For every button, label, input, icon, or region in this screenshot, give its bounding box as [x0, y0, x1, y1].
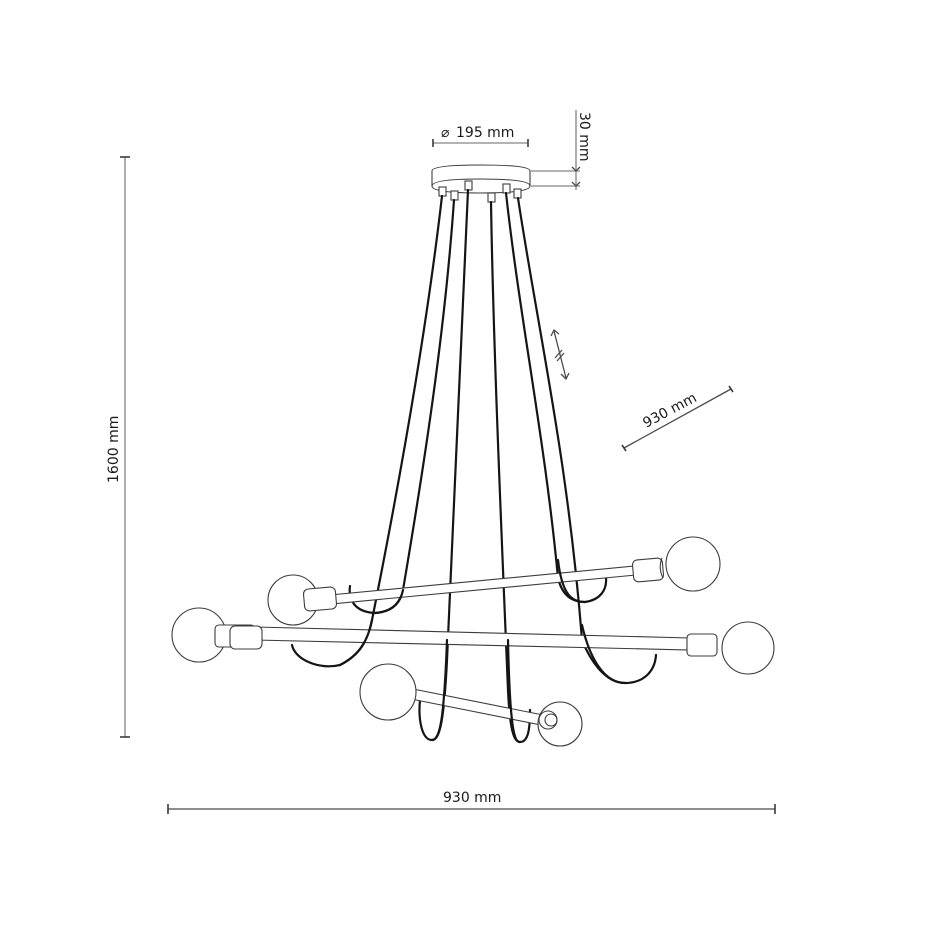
light-bar-top [267, 536, 721, 626]
cable [489, 200, 532, 744]
light-bar-middle [171, 607, 775, 675]
cable-grip [513, 188, 522, 199]
globe-bulb [665, 536, 721, 592]
cable-grip [438, 186, 447, 197]
bulb-socket [302, 586, 338, 612]
cable [348, 198, 456, 615]
bulb-socket [686, 633, 718, 657]
ceiling-canopy [431, 164, 531, 203]
bulb-socket [631, 557, 665, 583]
total-height-dimension: 1600 mm [106, 156, 130, 738]
bulb-socket [229, 625, 263, 650]
cable [504, 191, 608, 604]
cable-grip [464, 180, 473, 191]
cable-grip [450, 190, 459, 201]
canopy-height-label: 30 mm [576, 112, 592, 162]
total-height-label: 1600 mm [106, 416, 122, 483]
globe-bulb [721, 621, 775, 675]
width-dimension: 930 mm [167, 790, 776, 814]
bulb-socket [538, 710, 558, 730]
cable [516, 196, 658, 685]
canopy-height-dimension: 30 mm [531, 110, 592, 190]
canopy-diameter-label: 195 mm [456, 125, 514, 141]
diameter-symbol: ⌀ [441, 125, 450, 141]
adjustable-length-arrow-icon [550, 328, 570, 381]
width-label: 930 mm [443, 790, 501, 806]
suspension-cables [290, 188, 658, 744]
cable-grip [487, 192, 496, 203]
cable [418, 188, 470, 742]
light-bar-bottom [359, 663, 583, 747]
cable [290, 194, 444, 668]
globe-bulb [359, 663, 417, 721]
canopy-diameter-dimension: ⌀ 195 mm [432, 125, 529, 147]
depth-dimension: 930 mm [621, 385, 734, 452]
cable-grip [502, 183, 511, 194]
cable-overlaps [338, 558, 627, 744]
